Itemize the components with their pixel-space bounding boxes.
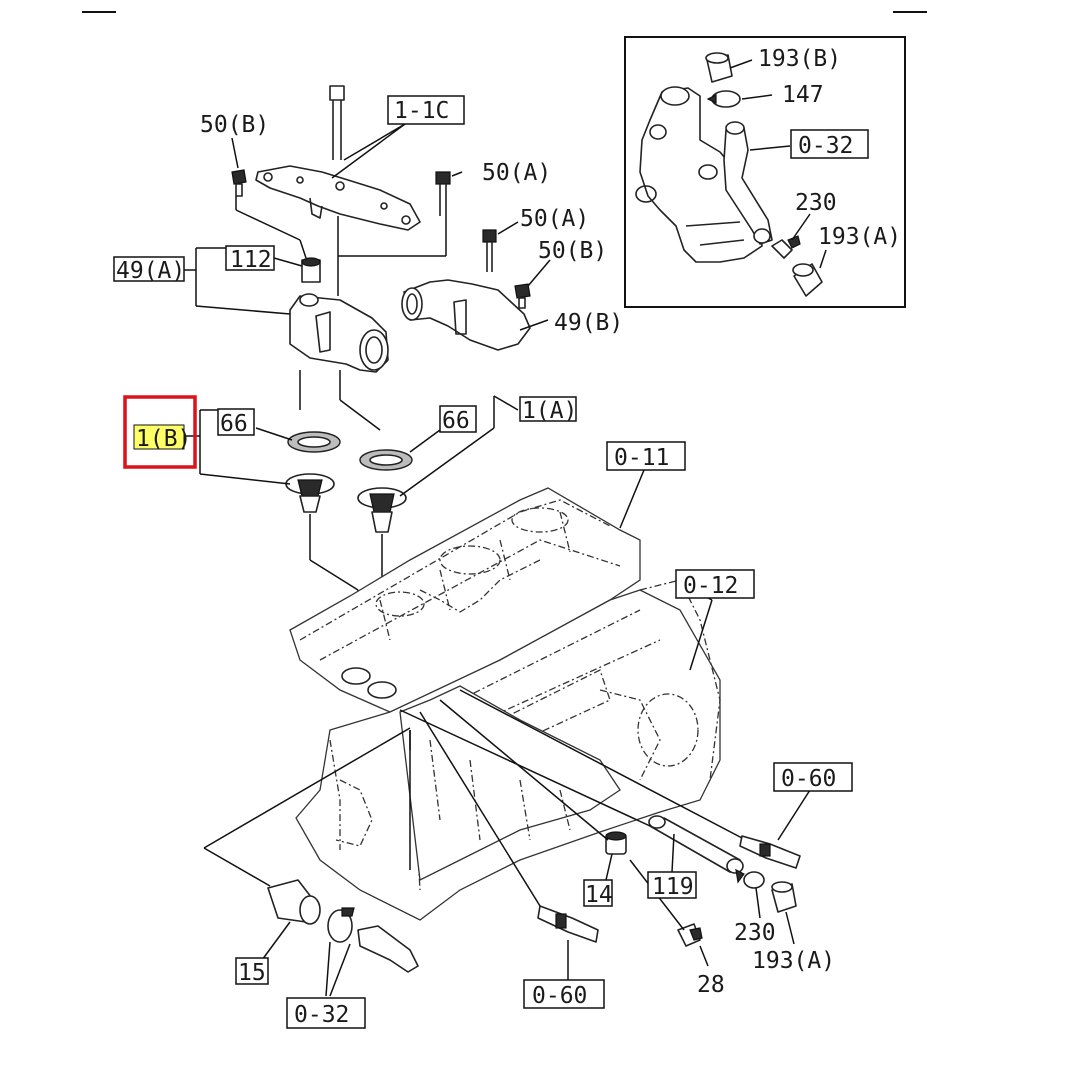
inset-housing-part (635, 86, 773, 263)
label-0-12[interactable]: 0-12 (683, 573, 738, 599)
highlight-marker (123, 395, 197, 469)
label-230-bottom[interactable]: 230 (734, 920, 776, 946)
cap-193a-bottom (771, 881, 797, 913)
label-49b[interactable]: 49(B) (554, 310, 623, 336)
label-119[interactable]: 119 (652, 874, 694, 900)
inset-clamp-230 (771, 235, 801, 259)
label-66-left[interactable]: 66 (220, 411, 248, 437)
gasket-66-right (359, 449, 413, 471)
label-193a-inset[interactable]: 193(A) (818, 224, 901, 250)
label-112[interactable]: 112 (230, 247, 272, 273)
label-147[interactable]: 147 (782, 82, 824, 108)
label-193b-inset[interactable]: 193(B) (758, 46, 841, 72)
label-0-60-bottom[interactable]: 0-60 (532, 983, 587, 1009)
label-50b-right[interactable]: 50(B) (538, 238, 607, 264)
inset-cap-193b (705, 52, 733, 83)
label-14[interactable]: 14 (585, 882, 613, 908)
inset-detail-panel: 193(B) 147 0-32 230 193(A) (624, 36, 906, 308)
label-0-60-right[interactable]: 0-60 (781, 766, 836, 792)
label-0-32-bottom[interactable]: 0-32 (294, 1002, 349, 1028)
bolt-50a-upper (435, 171, 451, 216)
label-49a[interactable]: 49(A) (116, 258, 185, 284)
bracket-plate (255, 165, 421, 231)
label-50a-upper[interactable]: 50(A) (482, 160, 551, 186)
label-28[interactable]: 28 (697, 972, 725, 998)
hose-0-32 (327, 907, 419, 973)
thermostat-1b (285, 473, 335, 513)
label-50a-lower[interactable]: 50(A) (520, 206, 589, 232)
long-bolt (329, 85, 345, 160)
label-230-inset[interactable]: 230 (795, 190, 837, 216)
bolt-50b-left (231, 169, 247, 197)
label-15[interactable]: 15 (238, 960, 266, 986)
thermostat-housing-49b (401, 279, 531, 351)
clamp-230-bottom (735, 868, 765, 889)
label-193a-bottom[interactable]: 193(A) (752, 948, 835, 974)
sensor-0-60-right (739, 835, 801, 869)
plug-14 (605, 831, 627, 855)
label-1a[interactable]: 1(A) (522, 398, 577, 424)
sensor-0-60-bottom (537, 905, 599, 943)
thermostat-1a (357, 487, 407, 533)
thermostat-housing-49a (289, 293, 389, 373)
plug-112 (301, 257, 321, 283)
inset-clamp-147 (706, 90, 741, 108)
label-0-11[interactable]: 0-11 (614, 445, 669, 471)
label-66-right[interactable]: 66 (442, 408, 470, 434)
label-1-1c[interactable]: 1-1C (394, 98, 449, 124)
label-0-32-inset[interactable]: 0-32 (798, 133, 853, 159)
inset-cap-193a (792, 263, 823, 297)
gasket-66-left (287, 431, 341, 453)
bolt-50a-lower (482, 229, 497, 272)
label-50b-left[interactable]: 50(B) (200, 112, 269, 138)
bolt-50b-right (514, 283, 531, 309)
plug-15 (267, 879, 321, 925)
engine-block (289, 487, 721, 921)
pipe-119 (648, 815, 744, 874)
label-1b-highlighted[interactable]: 1(B) (136, 426, 191, 452)
